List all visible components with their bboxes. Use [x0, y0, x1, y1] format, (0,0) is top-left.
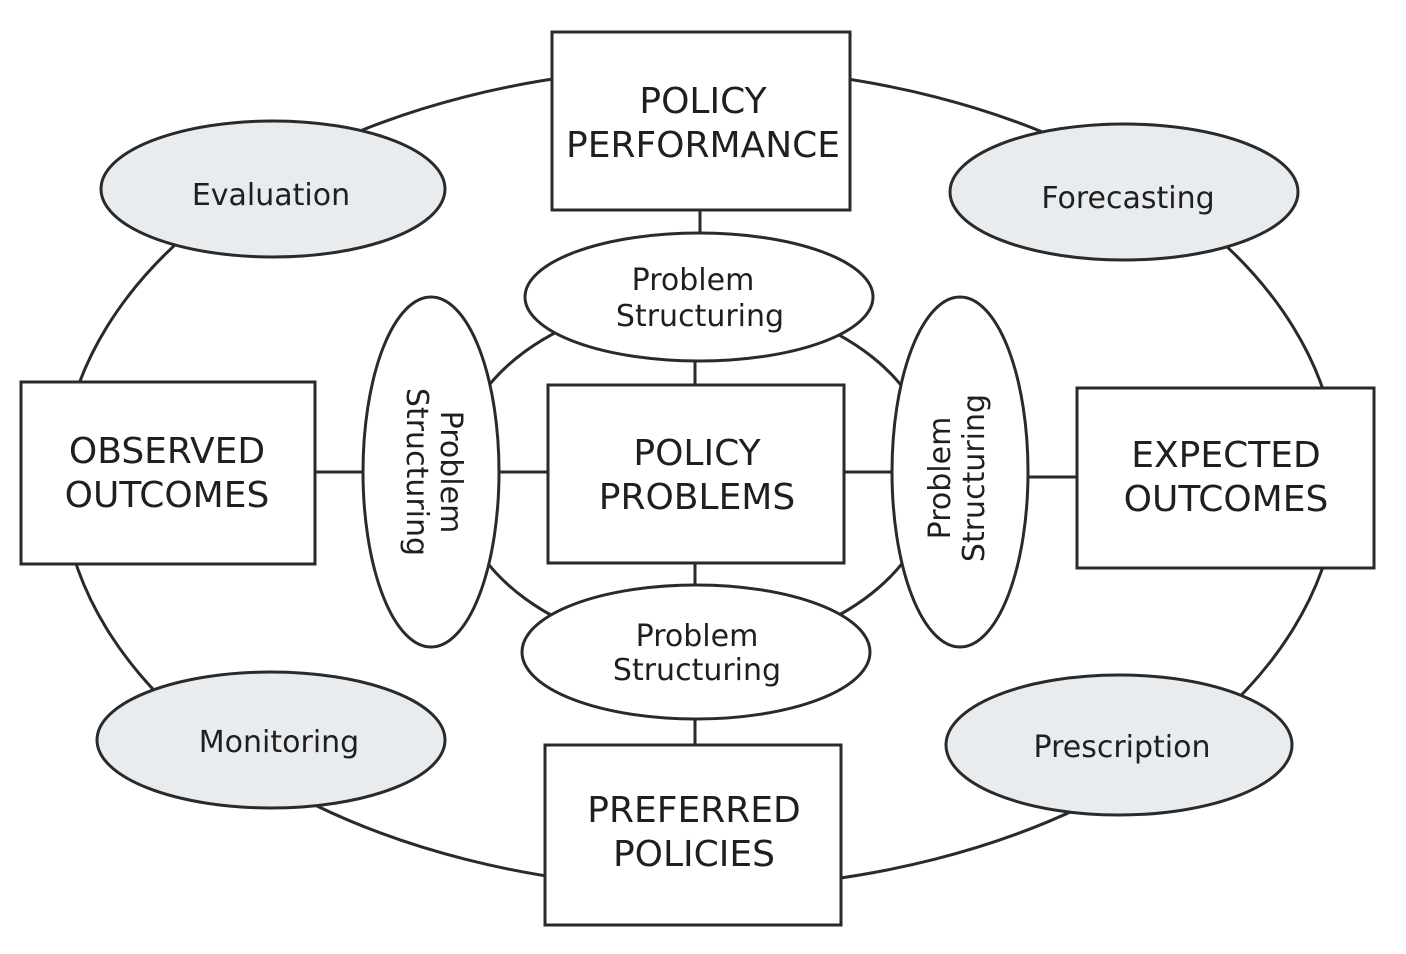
policy-performance-box: POLICY PERFORMANCE: [550, 30, 852, 212]
evaluation-label: Evaluation: [192, 178, 350, 213]
expected-outcomes-line2: OUTCOMES: [1124, 479, 1329, 520]
observed-outcomes-line2: OUTCOMES: [65, 475, 270, 516]
preferred-policies-box: PREFERRED POLICIES: [543, 743, 843, 927]
forecasting-node: Forecasting: [948, 122, 1300, 262]
prescription-label: Prescription: [1034, 730, 1211, 765]
problem-structuring-top-line2: Structuring: [616, 299, 784, 334]
policy-performance-line2: PERFORMANCE: [566, 125, 840, 166]
monitoring-label: Monitoring: [199, 725, 359, 760]
forecasting-label: Forecasting: [1041, 181, 1214, 216]
policy-problems-line1: POLICY: [633, 433, 761, 474]
preferred-policies-line2: POLICIES: [613, 834, 775, 875]
policy-performance-line1: POLICY: [639, 81, 767, 122]
problem-structuring-top-line1: Problem: [632, 263, 755, 298]
problem-structuring-top: Problem Structuring: [523, 231, 875, 363]
evaluation-node: Evaluation: [99, 119, 447, 259]
monitoring-node: Monitoring: [95, 670, 447, 810]
problem-structuring-left-line1: Problem: [433, 411, 468, 534]
expected-outcomes-line1: EXPECTED: [1131, 435, 1320, 476]
problem-structuring-bottom-line1: Problem: [636, 619, 759, 654]
policy-problems-box: POLICY PROBLEMS: [546, 383, 846, 565]
prescription-node: Prescription: [944, 673, 1294, 817]
problem-structuring-right: Problem Structuring: [890, 295, 1030, 649]
policy-problems-line2: PROBLEMS: [599, 477, 795, 518]
problem-structuring-bottom-line2: Structuring: [613, 653, 781, 688]
problem-structuring-right-line1: Problem: [923, 417, 958, 540]
problem-structuring-right-line2: Structuring: [957, 394, 992, 562]
expected-outcomes-box: EXPECTED OUTCOMES: [1075, 386, 1376, 570]
problem-structuring-left: Problem Structuring: [361, 295, 501, 649]
preferred-policies-line1: PREFERRED: [587, 790, 800, 831]
problem-structuring-left-line2: Structuring: [399, 388, 434, 556]
problem-structuring-bottom: Problem Structuring: [520, 583, 872, 721]
observed-outcomes-box: OBSERVED OUTCOMES: [19, 380, 317, 566]
observed-outcomes-line1: OBSERVED: [69, 431, 265, 472]
